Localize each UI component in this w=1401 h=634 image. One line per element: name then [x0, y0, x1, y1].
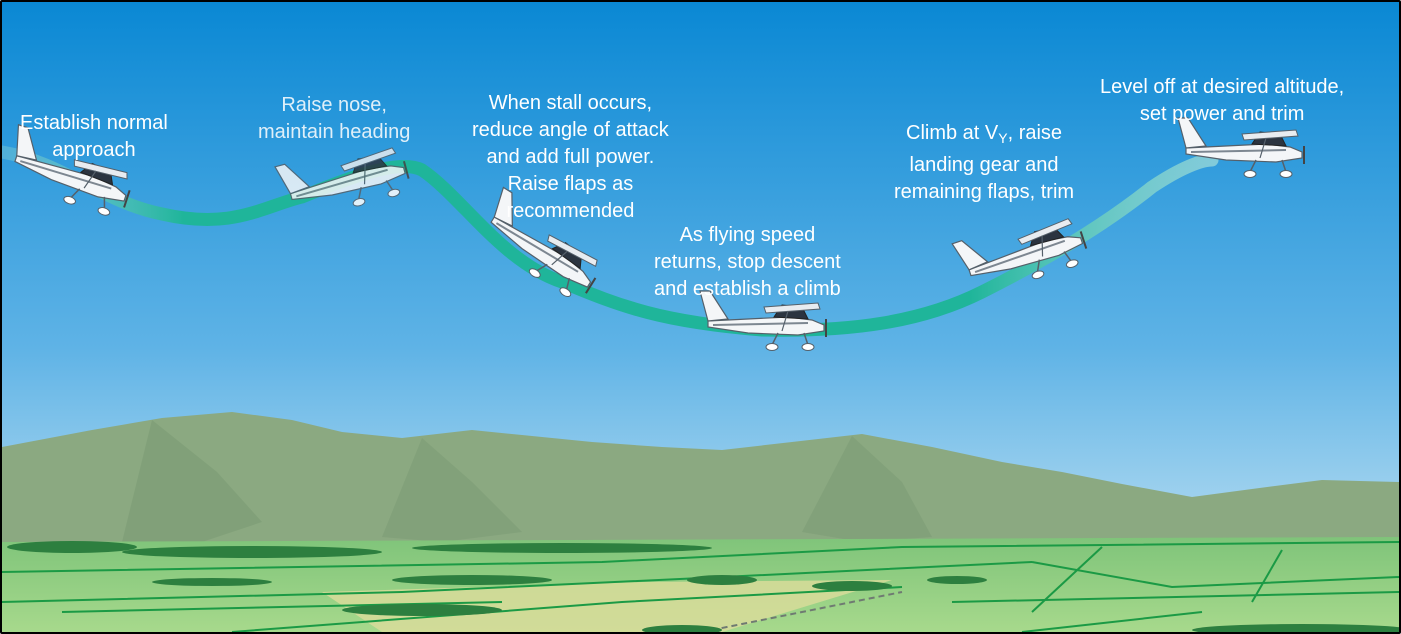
- label-line: Climb at VY, raise: [906, 122, 1063, 146]
- label-line: approach: [52, 139, 136, 161]
- label-establish-approach: Establish normal approach: [20, 110, 168, 164]
- label-line: reduce angle of attack: [472, 119, 669, 141]
- label-climb: Climb at VY, raise landing gear and rema…: [894, 120, 1074, 206]
- label-line: Level off at desired altitude,: [1100, 76, 1345, 98]
- label-line: Raise flaps as: [507, 173, 634, 195]
- label-line: set power and trim: [1139, 103, 1305, 125]
- label-line: remaining flaps, trim: [894, 181, 1075, 203]
- label-line: and establish a climb: [654, 278, 841, 300]
- light-field: [322, 580, 892, 632]
- label-line: landing gear and: [909, 154, 1059, 176]
- label-level-off: Level off at desired altitude, set power…: [1100, 74, 1344, 128]
- label-raise-nose: Raise nose, maintain heading: [258, 92, 410, 146]
- label-line: Establish normal: [20, 112, 168, 134]
- road: [701, 591, 903, 632]
- label-stall-occurs: When stall occurs, reduce angle of attac…: [472, 90, 669, 225]
- label-line: Raise nose,: [281, 94, 387, 116]
- label-line: When stall occurs,: [488, 92, 653, 114]
- label-line: and add full power.: [486, 146, 655, 168]
- mountain-shadow: [382, 438, 522, 542]
- label-flying-speed: As flying speed returns, stop descent an…: [654, 222, 841, 303]
- mountain-shadow: [802, 436, 932, 542]
- label-line: recommended: [506, 200, 635, 222]
- label-line: As flying speed: [679, 224, 816, 246]
- label-line: maintain heading: [258, 121, 411, 143]
- mountain-shadow: [122, 420, 262, 542]
- field-boundaries: [2, 541, 1399, 632]
- label-line: returns, stop descent: [654, 251, 841, 273]
- tree-lines: [7, 541, 1399, 632]
